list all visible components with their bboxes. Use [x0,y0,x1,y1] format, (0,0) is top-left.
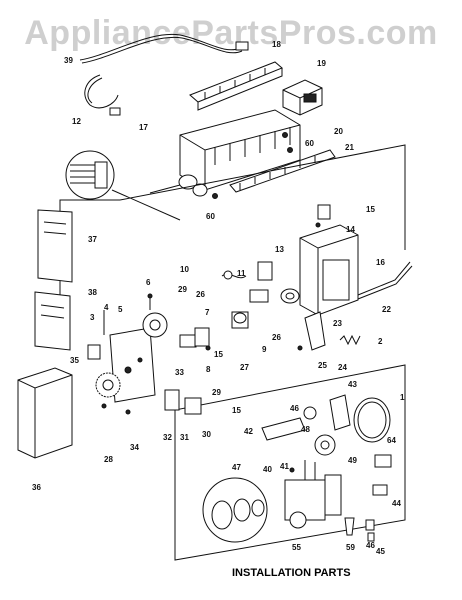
callout-5: 5 [118,305,123,314]
callout-6: 6 [146,278,151,287]
inlet-parts-upper [261,394,392,542]
lever-23-24 [297,311,326,351]
screws-20-60 [212,132,293,199]
module-cover-19 [282,79,323,116]
callout-19: 19 [317,59,326,68]
instruction-manual-37 [37,209,73,283]
callout-37: 37 [88,235,97,244]
callout-35: 35 [70,356,79,365]
callout-55: 55 [292,543,301,552]
callout-31: 31 [180,433,189,442]
callout-29a: 29 [178,285,187,294]
callout-60a: 60 [305,139,314,148]
callout-3: 3 [90,313,95,322]
callout-21: 21 [345,143,354,152]
callout-33: 33 [175,368,184,377]
callout-1: 1 [400,393,405,402]
callout-38: 38 [88,288,97,297]
spring-10 [221,270,247,280]
callout-42: 42 [244,427,253,436]
callout-44: 44 [392,499,401,508]
callout-45: 45 [376,547,385,556]
screw-6 [147,293,153,310]
callout-34: 34 [130,443,139,452]
callout-labels: 39 18 19 12 17 20 60 21 60 15 14 37 13 1… [32,40,405,556]
wire-plug-detail-12 [65,150,181,221]
switch-bracket-11 [257,261,273,281]
callout-14: 14 [346,225,355,234]
callout-16: 16 [376,258,385,267]
callout-9: 9 [262,345,267,354]
callout-32: 32 [163,433,172,442]
callout-15-mid: 15 [214,350,223,359]
water-valve-55 [284,460,342,529]
callout-7: 7 [205,308,210,317]
holder-11b [249,289,269,303]
callout-26a: 26 [196,290,205,299]
watermark-text: AppliancePartsPros.com [24,14,438,52]
callout-13: 13 [275,245,284,254]
switch-parts-middle [101,311,249,415]
spring-2 [339,334,361,346]
mounting-bracket-18 [189,61,283,111]
callout-18: 18 [272,40,281,49]
callout-60b: 60 [206,212,215,221]
instruction-sheet-38 [34,291,71,351]
installation-parts-caption: INSTALLATION PARTS [232,567,351,579]
callout-27: 27 [240,363,249,372]
callout-28: 28 [104,455,113,464]
callout-43: 43 [348,380,357,389]
motor-7 [142,312,168,338]
callout-64: 64 [387,436,396,445]
callout-48: 48 [301,425,310,434]
ice-stripper-21 [229,149,336,193]
callout-23: 23 [333,319,342,328]
bracket-15-upper [315,204,331,228]
wire-harness-39 [79,33,249,116]
gear-35 [95,372,121,398]
callout-25: 25 [318,361,327,370]
shutoff-arm-13 [280,288,300,304]
control-housing-13 [299,224,413,316]
callout-59: 59 [346,543,355,552]
callout-12: 12 [72,117,81,126]
callout-41: 41 [280,462,289,471]
front-cover-36 [17,367,73,459]
callout-17: 17 [139,123,148,132]
tubing-1 [353,397,391,443]
callout-4: 4 [104,303,109,312]
callout-29b: 29 [212,388,221,397]
callout-20: 20 [334,127,343,136]
callout-46: 46 [290,404,299,413]
callout-47: 47 [232,463,241,472]
callout-49: 49 [348,456,357,465]
fitting-assembly-47 [202,477,268,543]
label-3 [87,344,101,360]
callout-15-upper: 15 [366,205,375,214]
ice-mold-17 [149,109,301,197]
callout-11: 11 [237,269,246,278]
callout-46b: 46 [366,541,375,550]
callout-10: 10 [180,265,189,274]
callout-2: 2 [378,337,383,346]
callout-26b: 26 [272,333,281,342]
callout-30: 30 [202,430,211,439]
callout-22: 22 [382,305,391,314]
callout-24: 24 [338,363,347,372]
callout-36: 36 [32,483,41,492]
callout-8: 8 [206,365,211,374]
callout-39: 39 [64,56,73,65]
callout-40: 40 [263,465,272,474]
callout-15-lower: 15 [232,406,241,415]
